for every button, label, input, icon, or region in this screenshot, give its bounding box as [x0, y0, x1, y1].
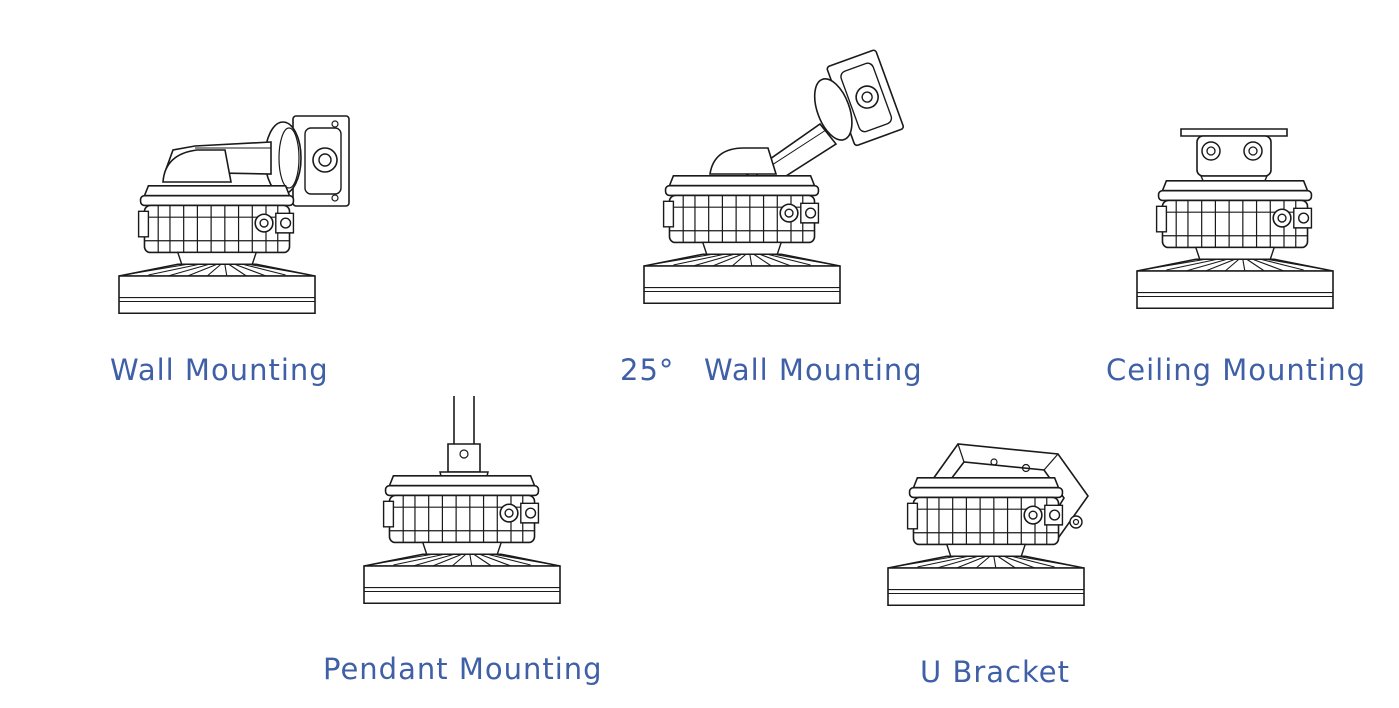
wall-mounting-figure — [85, 108, 355, 315]
wall-25-mounting-figure — [640, 50, 910, 315]
ceiling-mounting-caption: Ceiling Mounting — [1106, 353, 1367, 387]
wall-mounting-caption: Wall Mounting — [110, 353, 329, 387]
u-bracket-caption: U Bracket — [920, 655, 1070, 689]
u-bracket-figure — [887, 440, 1098, 610]
ceiling-mounting-figure — [1135, 125, 1340, 315]
pendant-mounting-figure — [363, 396, 564, 611]
wall-25-mounting-caption: Wall Mounting — [704, 353, 923, 387]
wall-25-angle-caption: 25° — [620, 353, 675, 387]
pendant-mounting-caption: Pendant Mounting — [323, 652, 603, 686]
